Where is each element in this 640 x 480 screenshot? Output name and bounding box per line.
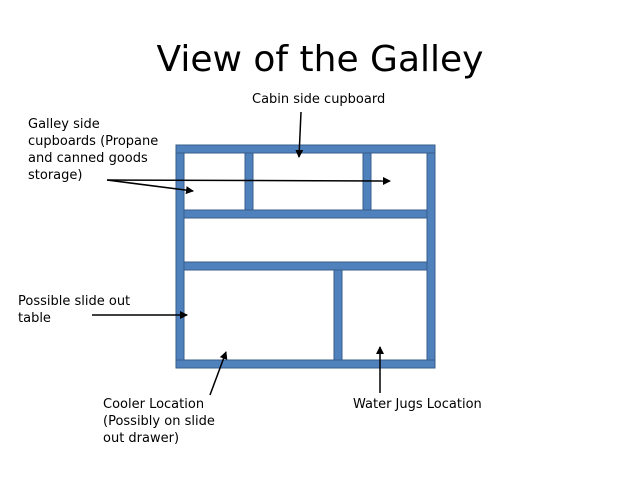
upper-divider-left bbox=[244, 152, 254, 211]
arrow-galley-left bbox=[106, 179, 194, 195]
label-water-jugs-location: Water Jugs Location bbox=[353, 397, 482, 412]
arrow-cabin-side bbox=[295, 111, 304, 158]
frame-left-post bbox=[175, 144, 185, 369]
label-slide-out-table: Possible slide out table bbox=[18, 294, 131, 326]
slide-title: View of the Galley bbox=[156, 39, 484, 80]
label-galley-side-cupboards: Galley side cupboards (Propane and canne… bbox=[28, 117, 159, 183]
lower-divider bbox=[333, 269, 343, 361]
label-cooler-location: Cooler Location (Possibly on slide out d… bbox=[103, 397, 215, 446]
arrow-galley-right bbox=[106, 176, 391, 185]
frame-bottom-rail bbox=[175, 359, 436, 369]
upper-shelf bbox=[183, 209, 428, 219]
arrow-cooler bbox=[209, 351, 228, 396]
label-cabin-side-cupboard: Cabin side cupboard bbox=[252, 92, 386, 107]
frame-right-post bbox=[426, 144, 436, 369]
pointer-arrows bbox=[92, 111, 391, 396]
frame-top-rail bbox=[175, 144, 436, 154]
cabinet-frame bbox=[175, 144, 436, 369]
middle-shelf bbox=[183, 261, 428, 271]
